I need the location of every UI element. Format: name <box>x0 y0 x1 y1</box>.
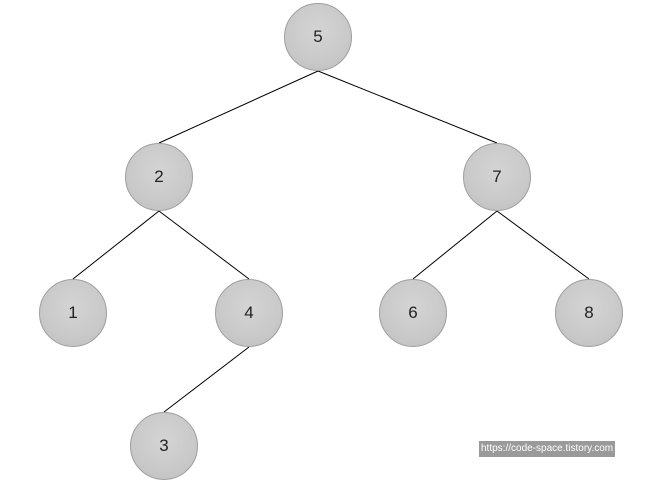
tree-node-3: 3 <box>130 412 198 480</box>
edge-7-6 <box>412 210 498 280</box>
node-label: 2 <box>154 167 164 186</box>
edge-5-7 <box>317 70 498 144</box>
edge-2-1 <box>72 210 160 280</box>
edge-7-8 <box>496 210 590 280</box>
watermark-url: https://code-space.tistory.com <box>479 441 616 457</box>
node-label: 5 <box>313 27 323 46</box>
tree-node-8: 8 <box>555 279 623 347</box>
tree-node-4: 4 <box>215 279 283 347</box>
edge-5-2 <box>158 70 319 144</box>
edge-2-4 <box>158 210 250 280</box>
node-label: 1 <box>68 303 78 322</box>
tree-node-6: 6 <box>379 279 447 347</box>
tree-node-1: 1 <box>39 279 107 347</box>
edge-4-3 <box>163 346 250 413</box>
node-label: 8 <box>584 303 594 322</box>
tree-node-2: 2 <box>125 143 193 211</box>
node-label: 4 <box>244 303 254 322</box>
tree-node-7: 7 <box>463 143 531 211</box>
node-label: 6 <box>408 303 418 322</box>
node-label: 3 <box>159 436 169 455</box>
node-label: 7 <box>492 167 502 186</box>
tree-node-5: 5 <box>284 3 352 71</box>
